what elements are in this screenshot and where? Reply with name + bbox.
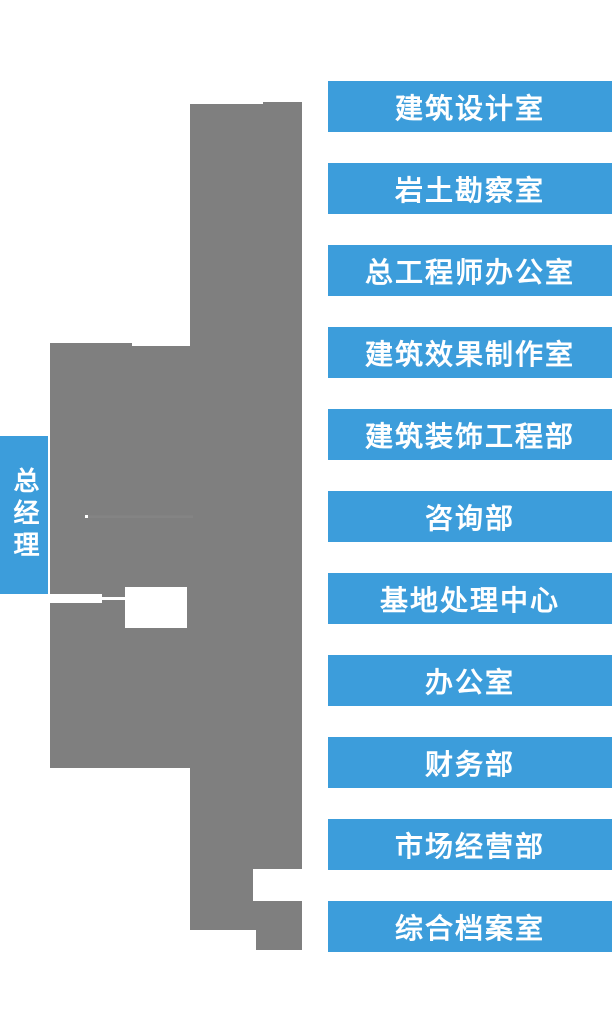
connector-gap-slot xyxy=(49,594,102,603)
org-node-department-7[interactable]: 基地处理中心 xyxy=(328,573,612,624)
department-label: 建筑装饰工程部 xyxy=(364,419,575,453)
org-node-department-5[interactable]: 建筑装饰工程部 xyxy=(328,409,612,460)
department-label: 办公室 xyxy=(424,665,515,699)
org-node-department-11[interactable]: 综合档案室 xyxy=(328,901,612,952)
org-node-department-4[interactable]: 建筑效果制作室 xyxy=(328,327,612,378)
org-node-department-8[interactable]: 办公室 xyxy=(328,655,612,706)
org-node-department-6[interactable]: 咨询部 xyxy=(328,491,612,542)
org-node-department-2[interactable]: 岩土勘察室 xyxy=(328,163,612,214)
department-label: 基地处理中心 xyxy=(379,583,560,617)
org-node-department-1[interactable]: 建筑设计室 xyxy=(328,81,612,132)
org-node-department-9[interactable]: 财务部 xyxy=(328,737,612,788)
connector-gap-notch xyxy=(125,587,187,628)
department-label: 建筑设计室 xyxy=(394,91,545,125)
department-label: 财务部 xyxy=(424,747,515,781)
connector-gap-line xyxy=(102,597,125,600)
department-label: 综合档案室 xyxy=(394,911,545,945)
connector-white-speck xyxy=(85,515,88,518)
connector-body xyxy=(50,102,302,950)
connector-faint-line xyxy=(88,515,193,518)
department-label: 咨询部 xyxy=(424,501,515,535)
general-manager-label: 总经理 xyxy=(9,467,39,563)
org-node-general-manager[interactable]: 总经理 xyxy=(0,436,48,594)
department-label: 总工程师办公室 xyxy=(364,255,575,289)
department-label: 岩土勘察室 xyxy=(394,173,545,207)
department-label: 市场经营部 xyxy=(394,829,545,863)
department-label: 建筑效果制作室 xyxy=(364,337,575,371)
org-node-department-10[interactable]: 市场经营部 xyxy=(328,819,612,870)
org-node-department-3[interactable]: 总工程师办公室 xyxy=(328,245,612,296)
